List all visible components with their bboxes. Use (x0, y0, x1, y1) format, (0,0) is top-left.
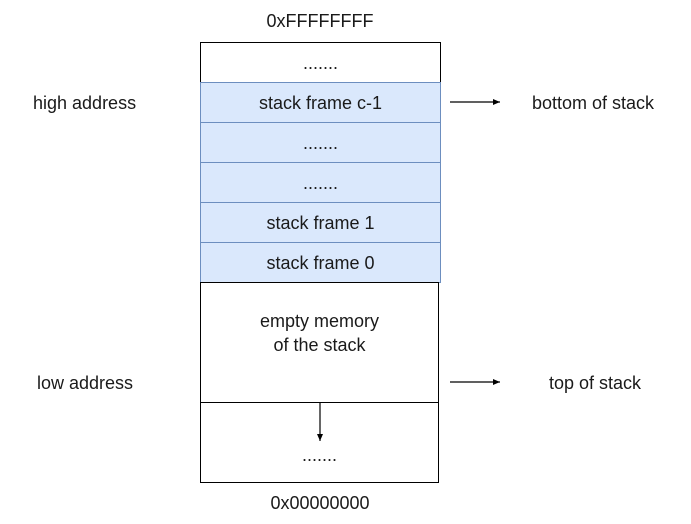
high-address-label: high address (33, 93, 137, 113)
stack-frame-c-1: stack frame c-1 (200, 82, 441, 123)
stack-frame-0-label: stack frame 0 (266, 252, 375, 273)
stack-frame-1-label: stack frame 1 (266, 212, 375, 233)
top-address-label: 0xFFFFFFFF (266, 11, 374, 31)
stack-frame-ellipsis-a: ....... (200, 122, 441, 163)
empty-memory-line1: empty memory (259, 310, 380, 331)
bottom-ellipsis-cell: ....... (200, 402, 439, 483)
bottom-of-stack-label: bottom of stack (532, 93, 655, 113)
top-ellipsis-cell: ....... (200, 42, 441, 83)
ellipsis-a-text: ....... (302, 132, 338, 153)
empty-memory-line2: of the stack (273, 334, 366, 355)
bottom-address-label: 0x00000000 (270, 493, 370, 513)
stack-frame-0: stack frame 0 (200, 242, 441, 283)
low-address-label: low address (37, 373, 134, 393)
top-ellipsis-text: ....... (302, 52, 338, 73)
bottom-ellipsis-text: ....... (301, 444, 337, 465)
stack-frame-1: stack frame 1 (200, 202, 441, 243)
stack-frame-ellipsis-b: ....... (200, 162, 441, 203)
stack-frame-c-1-label: stack frame c-1 (258, 92, 383, 113)
empty-memory-cell: empty memory of the stack (200, 282, 439, 403)
ellipsis-b-text: ....... (302, 172, 338, 193)
top-of-stack-label: top of stack (549, 373, 642, 393)
